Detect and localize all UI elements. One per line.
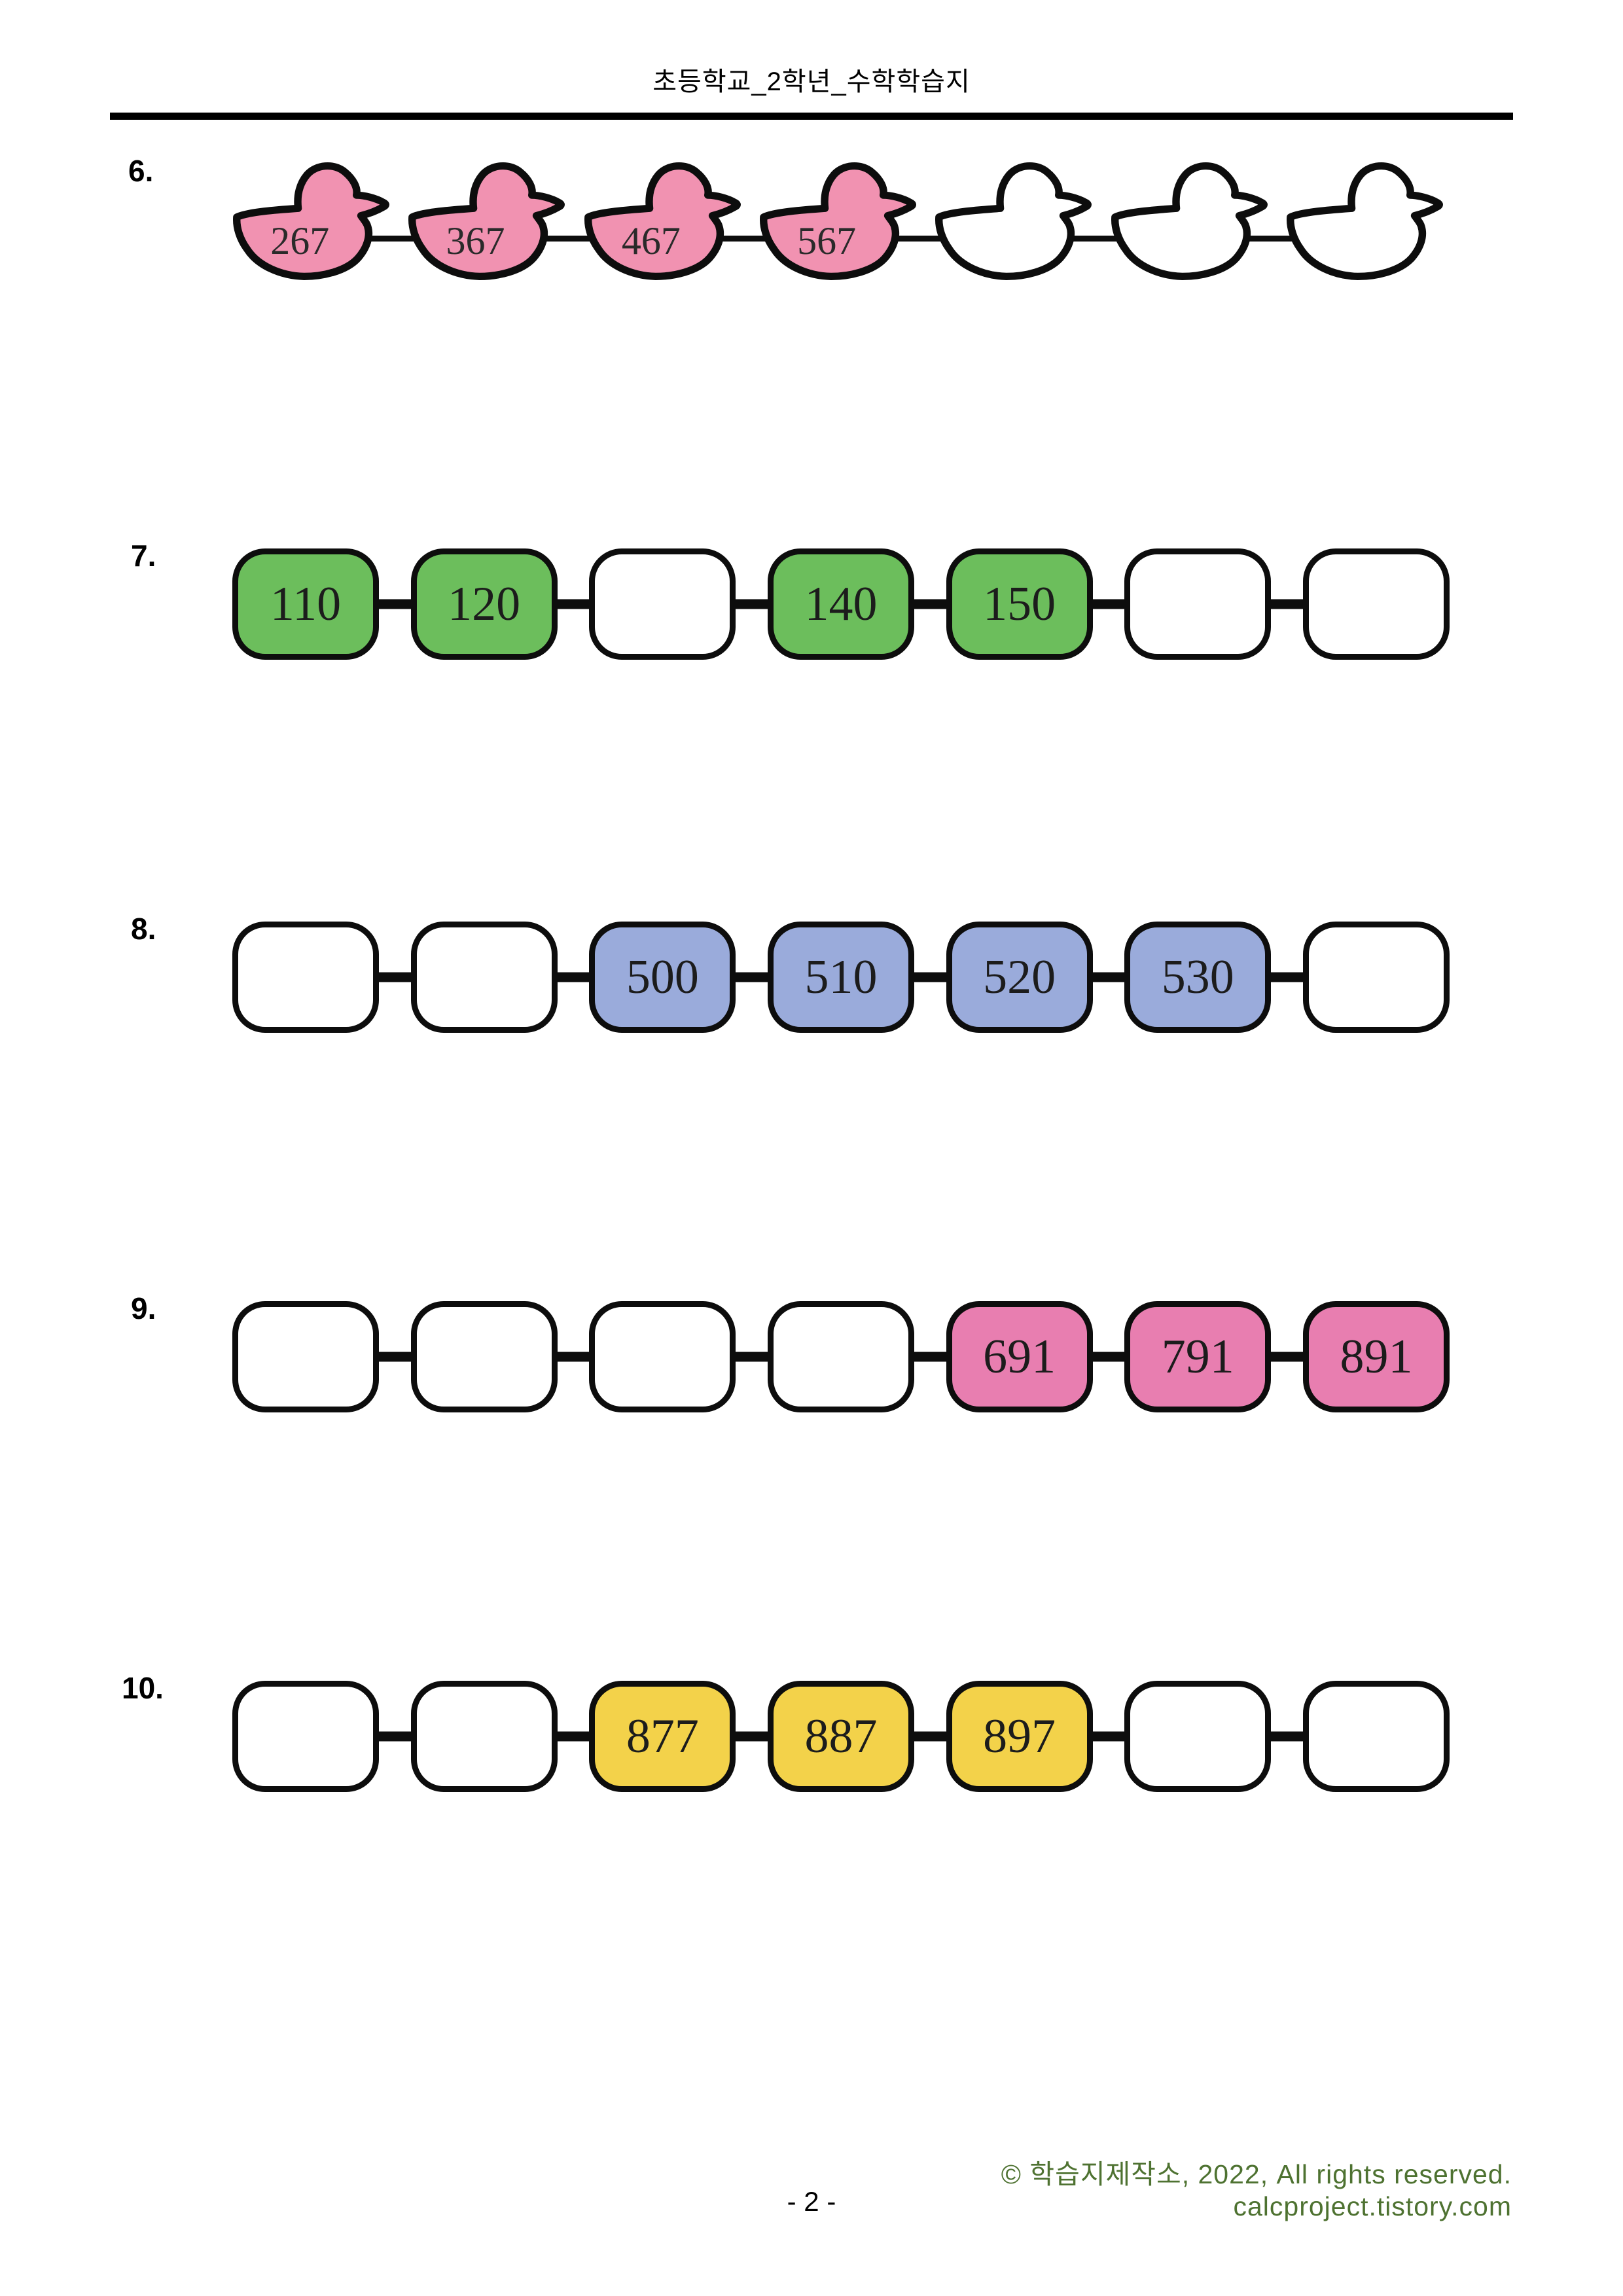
number-box: 150 <box>946 548 1093 660</box>
duck-cell: 567 <box>759 157 916 280</box>
box-number: 520 <box>983 950 1056 1004</box>
box-number: 877 <box>626 1709 699 1763</box>
box-number: 897 <box>983 1709 1056 1763</box>
duck-answer-cell[interactable] <box>1111 157 1268 280</box>
problem-6-number: 6. <box>128 154 154 188</box>
duck-icon <box>935 162 1092 280</box>
answer-box[interactable] <box>1302 548 1450 660</box>
number-box: 500 <box>589 922 736 1033</box>
box-number: 530 <box>1161 950 1234 1004</box>
problem-7-box-chain: 110 120 140 150 <box>232 548 1450 660</box>
answer-box[interactable] <box>232 1301 379 1412</box>
duck-answer-cell[interactable] <box>935 157 1092 280</box>
duck-number: 567 <box>797 219 857 262</box>
answer-box[interactable] <box>1302 922 1450 1033</box>
answer-box[interactable] <box>232 922 379 1033</box>
duck-icon <box>408 162 565 280</box>
answer-box[interactable] <box>1124 548 1272 660</box>
number-box: 510 <box>767 922 914 1033</box>
number-box: 691 <box>946 1301 1093 1412</box>
box-number: 510 <box>804 950 878 1004</box>
answer-box[interactable] <box>232 1681 379 1792</box>
duck-icon <box>760 162 916 280</box>
problem-6-duck-chain: 267 367 467 567 <box>232 157 1443 280</box>
duck-number: 467 <box>621 219 681 262</box>
box-number: 691 <box>983 1329 1056 1384</box>
footer-url: calcproject.tistory.com <box>1233 2191 1512 2221</box>
duck-number: 367 <box>446 219 505 262</box>
problem-9-box-chain: 691 791 891 <box>232 1301 1450 1412</box>
number-box: 791 <box>1124 1301 1272 1412</box>
number-box: 120 <box>410 548 558 660</box>
duck-cell: 467 <box>584 157 741 280</box>
problem-10-number: 10. <box>122 1671 164 1705</box>
box-number: 791 <box>1161 1329 1234 1384</box>
header-rule <box>110 113 1513 120</box>
problem-8-number: 8. <box>131 912 156 946</box>
answer-box[interactable] <box>410 1681 558 1792</box>
number-box: 530 <box>1124 922 1272 1033</box>
box-number: 140 <box>804 577 878 631</box>
number-box: 891 <box>1302 1301 1450 1412</box>
number-box: 877 <box>589 1681 736 1792</box>
problem-9-number: 9. <box>131 1291 156 1325</box>
number-box: 140 <box>767 548 914 660</box>
number-box: 887 <box>767 1681 914 1792</box>
duck-icon <box>1111 162 1268 280</box>
duck-number: 267 <box>270 219 330 262</box>
problem-8-box-chain: 500 510 520 530 <box>232 922 1450 1033</box>
answer-box[interactable] <box>767 1301 914 1412</box>
box-number: 120 <box>448 577 521 631</box>
duck-answer-cell[interactable] <box>1286 157 1443 280</box>
answer-box[interactable] <box>589 548 736 660</box>
box-number: 500 <box>626 950 699 1004</box>
problem-7-number: 7. <box>131 539 156 573</box>
box-number: 891 <box>1340 1329 1413 1384</box>
number-box: 520 <box>946 922 1093 1033</box>
page-title: 초등학교_2학년_수학학습지 <box>652 67 971 96</box>
box-number: 887 <box>804 1709 878 1763</box>
duck-cell: 267 <box>232 157 389 280</box>
duck-cell: 367 <box>408 157 565 280</box>
answer-box[interactable] <box>410 1301 558 1412</box>
box-number: 150 <box>983 577 1056 631</box>
problem-10-box-chain: 877 887 897 <box>232 1681 1450 1792</box>
duck-icon <box>233 162 389 280</box>
duck-icon <box>1287 162 1443 280</box>
answer-box[interactable] <box>589 1301 736 1412</box>
answer-box[interactable] <box>1302 1681 1450 1792</box>
duck-icon <box>584 162 741 280</box>
number-box: 110 <box>232 548 379 660</box>
box-number: 110 <box>270 577 342 631</box>
answer-box[interactable] <box>410 922 558 1033</box>
footer-copyright: © 학습지제작소, 2022, All rights reserved. <box>1001 2159 1512 2189</box>
answer-box[interactable] <box>1124 1681 1272 1792</box>
page-number: - 2 - <box>787 2186 836 2217</box>
number-box: 897 <box>946 1681 1093 1792</box>
